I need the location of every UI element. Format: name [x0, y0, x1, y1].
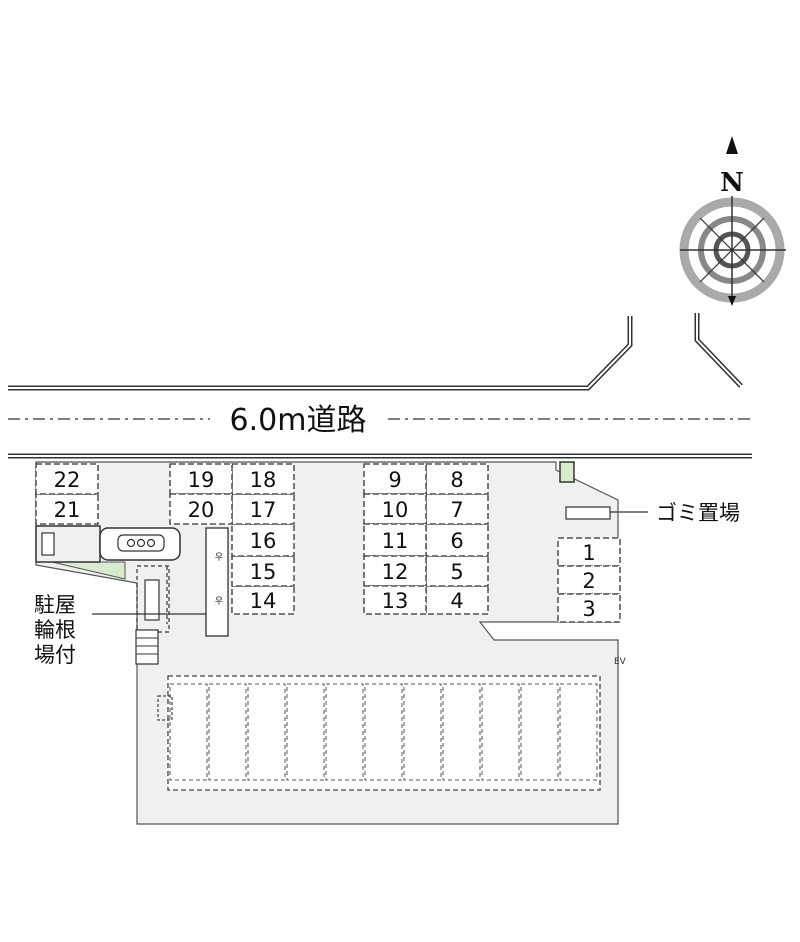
parking-slot-5 [425, 555, 489, 587]
svg-text:우: 우 [215, 552, 223, 563]
parking-slot-label-21: 21 [54, 498, 81, 522]
north-arrow-icon [726, 136, 738, 154]
parking-slot-10 [363, 493, 427, 525]
building-unit [247, 683, 286, 781]
parking-slot-label-5: 5 [450, 560, 463, 584]
parking-slot-label-9: 9 [388, 468, 401, 492]
parking-slot-20 [169, 493, 233, 525]
parking-slot-22 [35, 463, 99, 495]
parking-slot-label-17: 17 [250, 498, 277, 522]
parking-slot-2 [557, 565, 621, 595]
green-strip [51, 561, 126, 580]
parking-slot-19 [169, 463, 233, 495]
parking-slot-3 [557, 593, 621, 623]
parking-slot-label-13: 13 [382, 589, 409, 613]
compass: N [679, 136, 786, 306]
garbage-area: ゴミ置場 [559, 461, 740, 525]
parking-slot-9 [363, 463, 427, 495]
parking-slot-17 [231, 493, 295, 525]
building-unit [520, 683, 559, 781]
parking-slot-7 [425, 493, 489, 525]
building-units [169, 683, 598, 781]
parking-slot-11 [363, 523, 427, 557]
parking-slot-label-11: 11 [382, 529, 409, 553]
parking-slot-label-22: 22 [54, 468, 81, 492]
building-unit [442, 683, 481, 781]
svg-text:우: 우 [215, 596, 223, 607]
parking-slot-label-3: 3 [582, 597, 595, 621]
parking-slot-label-6: 6 [450, 529, 463, 553]
garbage-area-top [559, 461, 575, 483]
stairs [135, 629, 159, 665]
utility-box-inner [41, 532, 55, 556]
road-label: 6.0m道路 [230, 403, 367, 438]
building-unit [286, 683, 325, 781]
parking-slot-15 [231, 555, 295, 587]
parking-slot-label-4: 4 [450, 589, 463, 613]
parking-slot-12 [363, 555, 427, 587]
building-unit [325, 683, 364, 781]
road: 6.0m道路 [8, 313, 752, 459]
building-unit [169, 683, 208, 781]
building-unit [481, 683, 520, 781]
parking-slot-label-20: 20 [188, 498, 215, 522]
south-arrow-icon [728, 296, 736, 306]
parking-slot-label-16: 16 [250, 529, 277, 553]
bicycle-label-line3: 場付 [34, 643, 76, 667]
walkway-strip [205, 527, 229, 637]
parking-slot-label-8: 8 [450, 468, 463, 492]
road-edge-right [694, 313, 743, 388]
road-edge-right-inner [696, 313, 742, 387]
parking-slot-label-1: 1 [582, 541, 595, 565]
parking-slot-8 [425, 463, 489, 495]
parking-slot-13 [363, 585, 427, 615]
road-edge-top-inner [8, 316, 631, 389]
parking-slot-18 [231, 463, 295, 495]
parking-slot-14 [231, 585, 295, 615]
compass-north-label: N [720, 168, 744, 198]
bicycle-label-line2: 輪根 [34, 618, 76, 642]
parking-slot-label-7: 7 [450, 498, 463, 522]
bicycle-area-stand [144, 579, 160, 621]
parking-slot-label-12: 12 [382, 560, 409, 584]
aircon-unit-inner [117, 534, 165, 552]
building: EV [157, 657, 627, 791]
parking-slot-label-18: 18 [250, 468, 277, 492]
building-unit [364, 683, 403, 781]
left-service-area: 우 우 [35, 525, 229, 665]
bicycle-label-line1: 駐屋 [34, 593, 76, 617]
parking-slot-label-2: 2 [582, 569, 595, 593]
building-unit [403, 683, 442, 781]
parking-slot-label-15: 15 [250, 560, 277, 584]
parking-slot-16 [231, 523, 295, 557]
parking-slot-label-14: 14 [250, 589, 277, 613]
bicycle-legend: 駐屋 輪根 場付 [34, 593, 206, 667]
road-edge-top [8, 316, 633, 391]
parking-slot-label-19: 19 [188, 468, 215, 492]
parking-slot-label-10: 10 [382, 498, 409, 522]
garbage-bin [565, 506, 611, 520]
svg-text:EV: EV [614, 657, 627, 667]
building-unit [208, 683, 247, 781]
parking-slot-6 [425, 523, 489, 557]
building-unit [559, 683, 598, 781]
garbage-label: ゴミ置場 [656, 501, 740, 525]
